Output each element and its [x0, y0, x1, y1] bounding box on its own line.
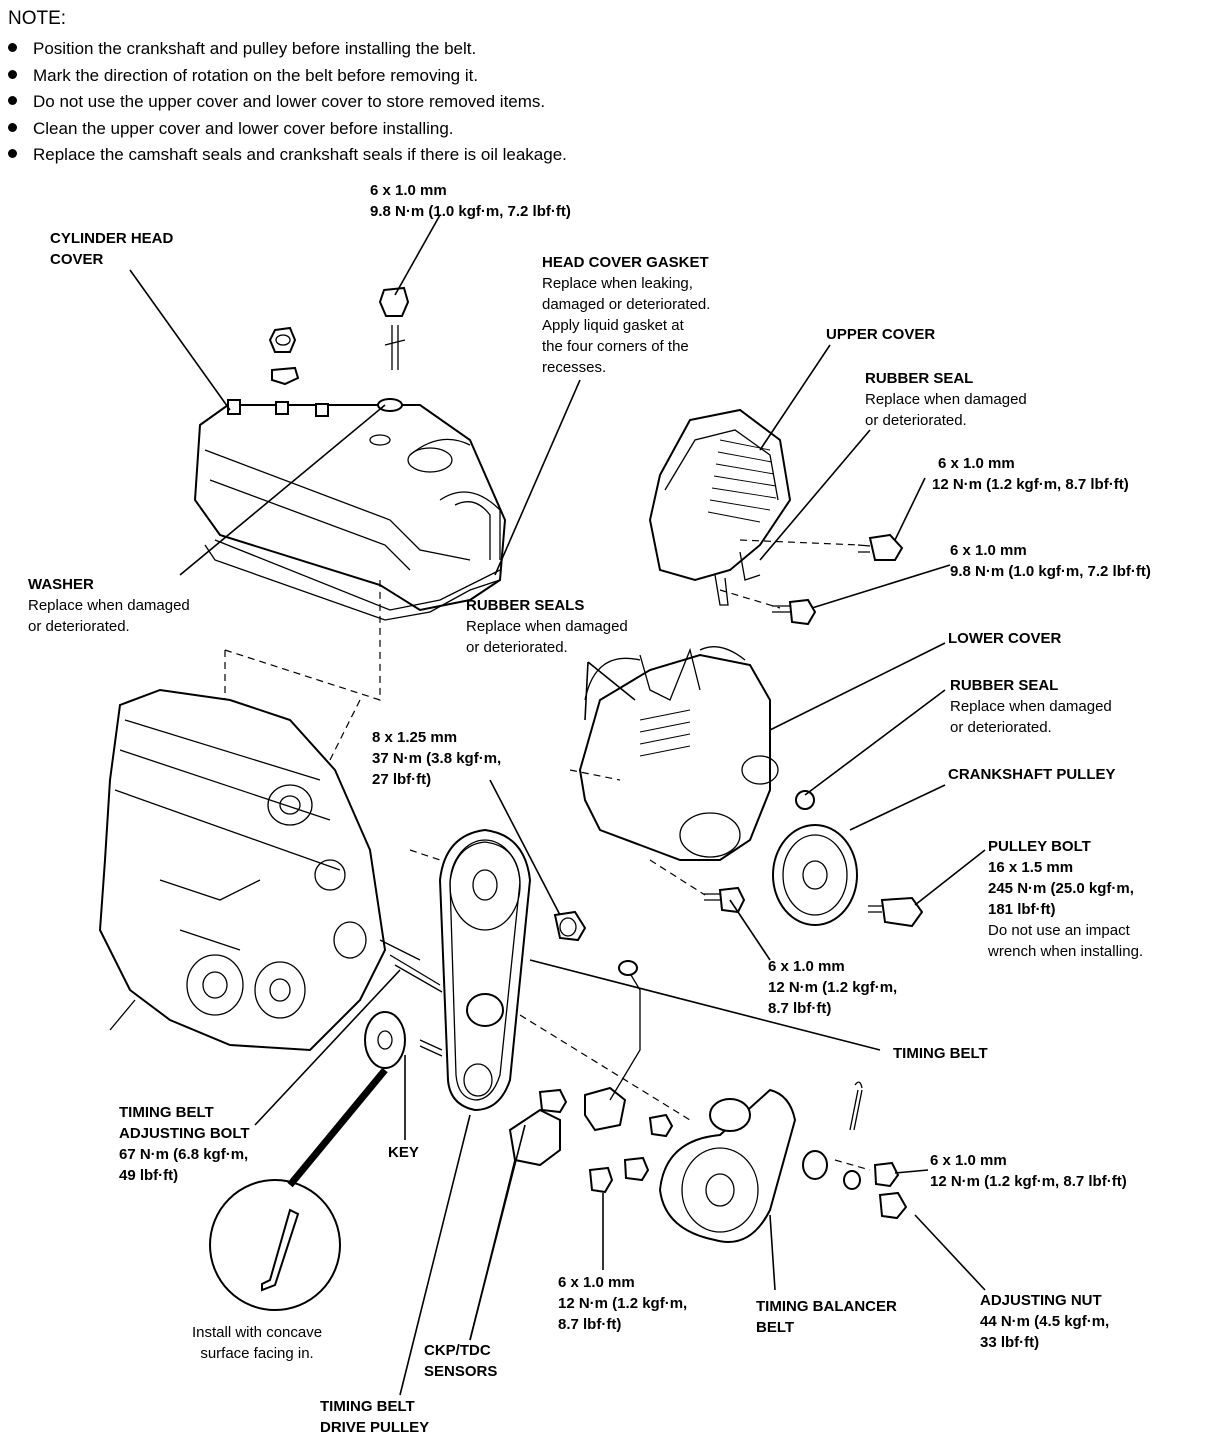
pulley-bolt-label: PULLEY BOLT 16 x 1.5 mm 245 N·m (25.0 kg… [988, 838, 1144, 960]
washer-label: WASHER Replace when damaged or deteriora… [28, 576, 190, 635]
key-detail-inset [209, 1067, 388, 1311]
note-item: Mark the direction of rotation on the be… [8, 63, 567, 90]
note-title: NOTE: [8, 8, 67, 29]
rubber-seals-label: RUBBER SEALS Replace when damaged or det… [466, 597, 628, 656]
adjusting-nut-label: ADJUSTING NUT 44 N·m (4.5 kgf·m, 33 lbf·… [980, 1292, 1110, 1351]
upper-cover-label: UPPER COVER [826, 326, 936, 343]
bullet-icon [8, 122, 17, 132]
crankshaft-pulley-label: CRANKSHAFT PULLEY [948, 766, 1116, 783]
note-item: Replace the camshaft seals and crankshaf… [8, 142, 567, 169]
balancer-bolt-label: 6 x 1.0 mm 12 N·m (1.2 kgf·m, 8.7 lbf·ft… [930, 1152, 1127, 1190]
note-item: Do not use the upper cover and lower cov… [8, 89, 567, 116]
timing-belt-label: TIMING BELT [893, 1045, 988, 1062]
adjusting-bolt-label: TIMING BELT ADJUSTING BOLT 67 N·m (6.8 k… [119, 1104, 250, 1184]
sensor-bolt-label: 6 x 1.0 mm 12 N·m (1.2 kgf·m, 8.7 lbf·ft… [558, 1274, 688, 1333]
bullet-icon [8, 43, 17, 53]
bullet-icon [8, 149, 17, 159]
install-note-caption: Install with concave surface facing in. [192, 1324, 323, 1362]
tensioner-bolt-drawing [553, 910, 587, 942]
upper-cover-drawing [648, 408, 792, 606]
upper-cover-bolt-drawing [772, 533, 904, 626]
head-cover-gasket-drawing [204, 544, 501, 621]
cylinder-head-cover-label: CYLINDER HEAD COVER [50, 230, 174, 268]
ckp-tdc-sensors-label: CKP/TDC SENSORS [424, 1342, 498, 1380]
leader-lines [129, 214, 986, 1396]
upper-bolt-b-label: 6 x 1.0 mm 9.8 N·m (1.0 kgf·m, 7.2 lbf·f… [950, 542, 1151, 580]
upper-bolt-a-label: 6 x 1.0 mm 12 N·m (1.2 kgf·m, 8.7 lbf·ft… [932, 455, 1129, 493]
drive-pulley-label: TIMING BELT DRIVE PULLEY [320, 1398, 430, 1436]
crankshaft-pulley-drawing [704, 824, 924, 928]
bullet-icon [8, 69, 17, 79]
head-nut-drawing [268, 286, 410, 412]
lower-cover-drawing [578, 646, 815, 861]
balancer-belt-drawing [658, 1081, 908, 1243]
bullet-icon [8, 96, 17, 106]
head-bolt-label: 6 x 1.0 mm 9.8 N·m (1.0 kgf·m, 7.2 lbf·f… [370, 182, 571, 220]
timing-balancer-belt-label: TIMING BALANCER BELT [756, 1298, 897, 1336]
tensioner-bolt-label: 8 x 1.25 mm 37 N·m (3.8 kgf·m, 27 lbf·ft… [372, 729, 502, 788]
note-item: Clean the upper cover and lower cover be… [8, 116, 567, 143]
key-label: KEY [388, 1144, 419, 1161]
note-item: Position the crankshaft and pulley befor… [8, 36, 567, 63]
engine-block-drawing [98, 688, 421, 1052]
lower-bolt-label: 6 x 1.0 mm 12 N·m (1.2 kgf·m, 8.7 lbf·ft… [768, 958, 898, 1017]
cylinder-head-cover-drawing [193, 399, 507, 612]
rubber-seal-upper-label: RUBBER SEAL Replace when damaged or dete… [865, 370, 1027, 429]
assembly-lines [224, 539, 871, 1171]
lower-cover-label: LOWER COVER [948, 630, 1062, 647]
drive-pulley-drawing [364, 954, 443, 1069]
timing-belt-drawing [438, 828, 532, 1112]
note-list: Position the crankshaft and pulley befor… [8, 36, 567, 169]
rubber-seal-lower-label: RUBBER SEAL Replace when damaged or dete… [950, 677, 1112, 736]
ckp-tdc-sensors-drawing [508, 960, 674, 1194]
head-cover-gasket-label: HEAD COVER GASKET Replace when leaking, … [542, 254, 711, 376]
